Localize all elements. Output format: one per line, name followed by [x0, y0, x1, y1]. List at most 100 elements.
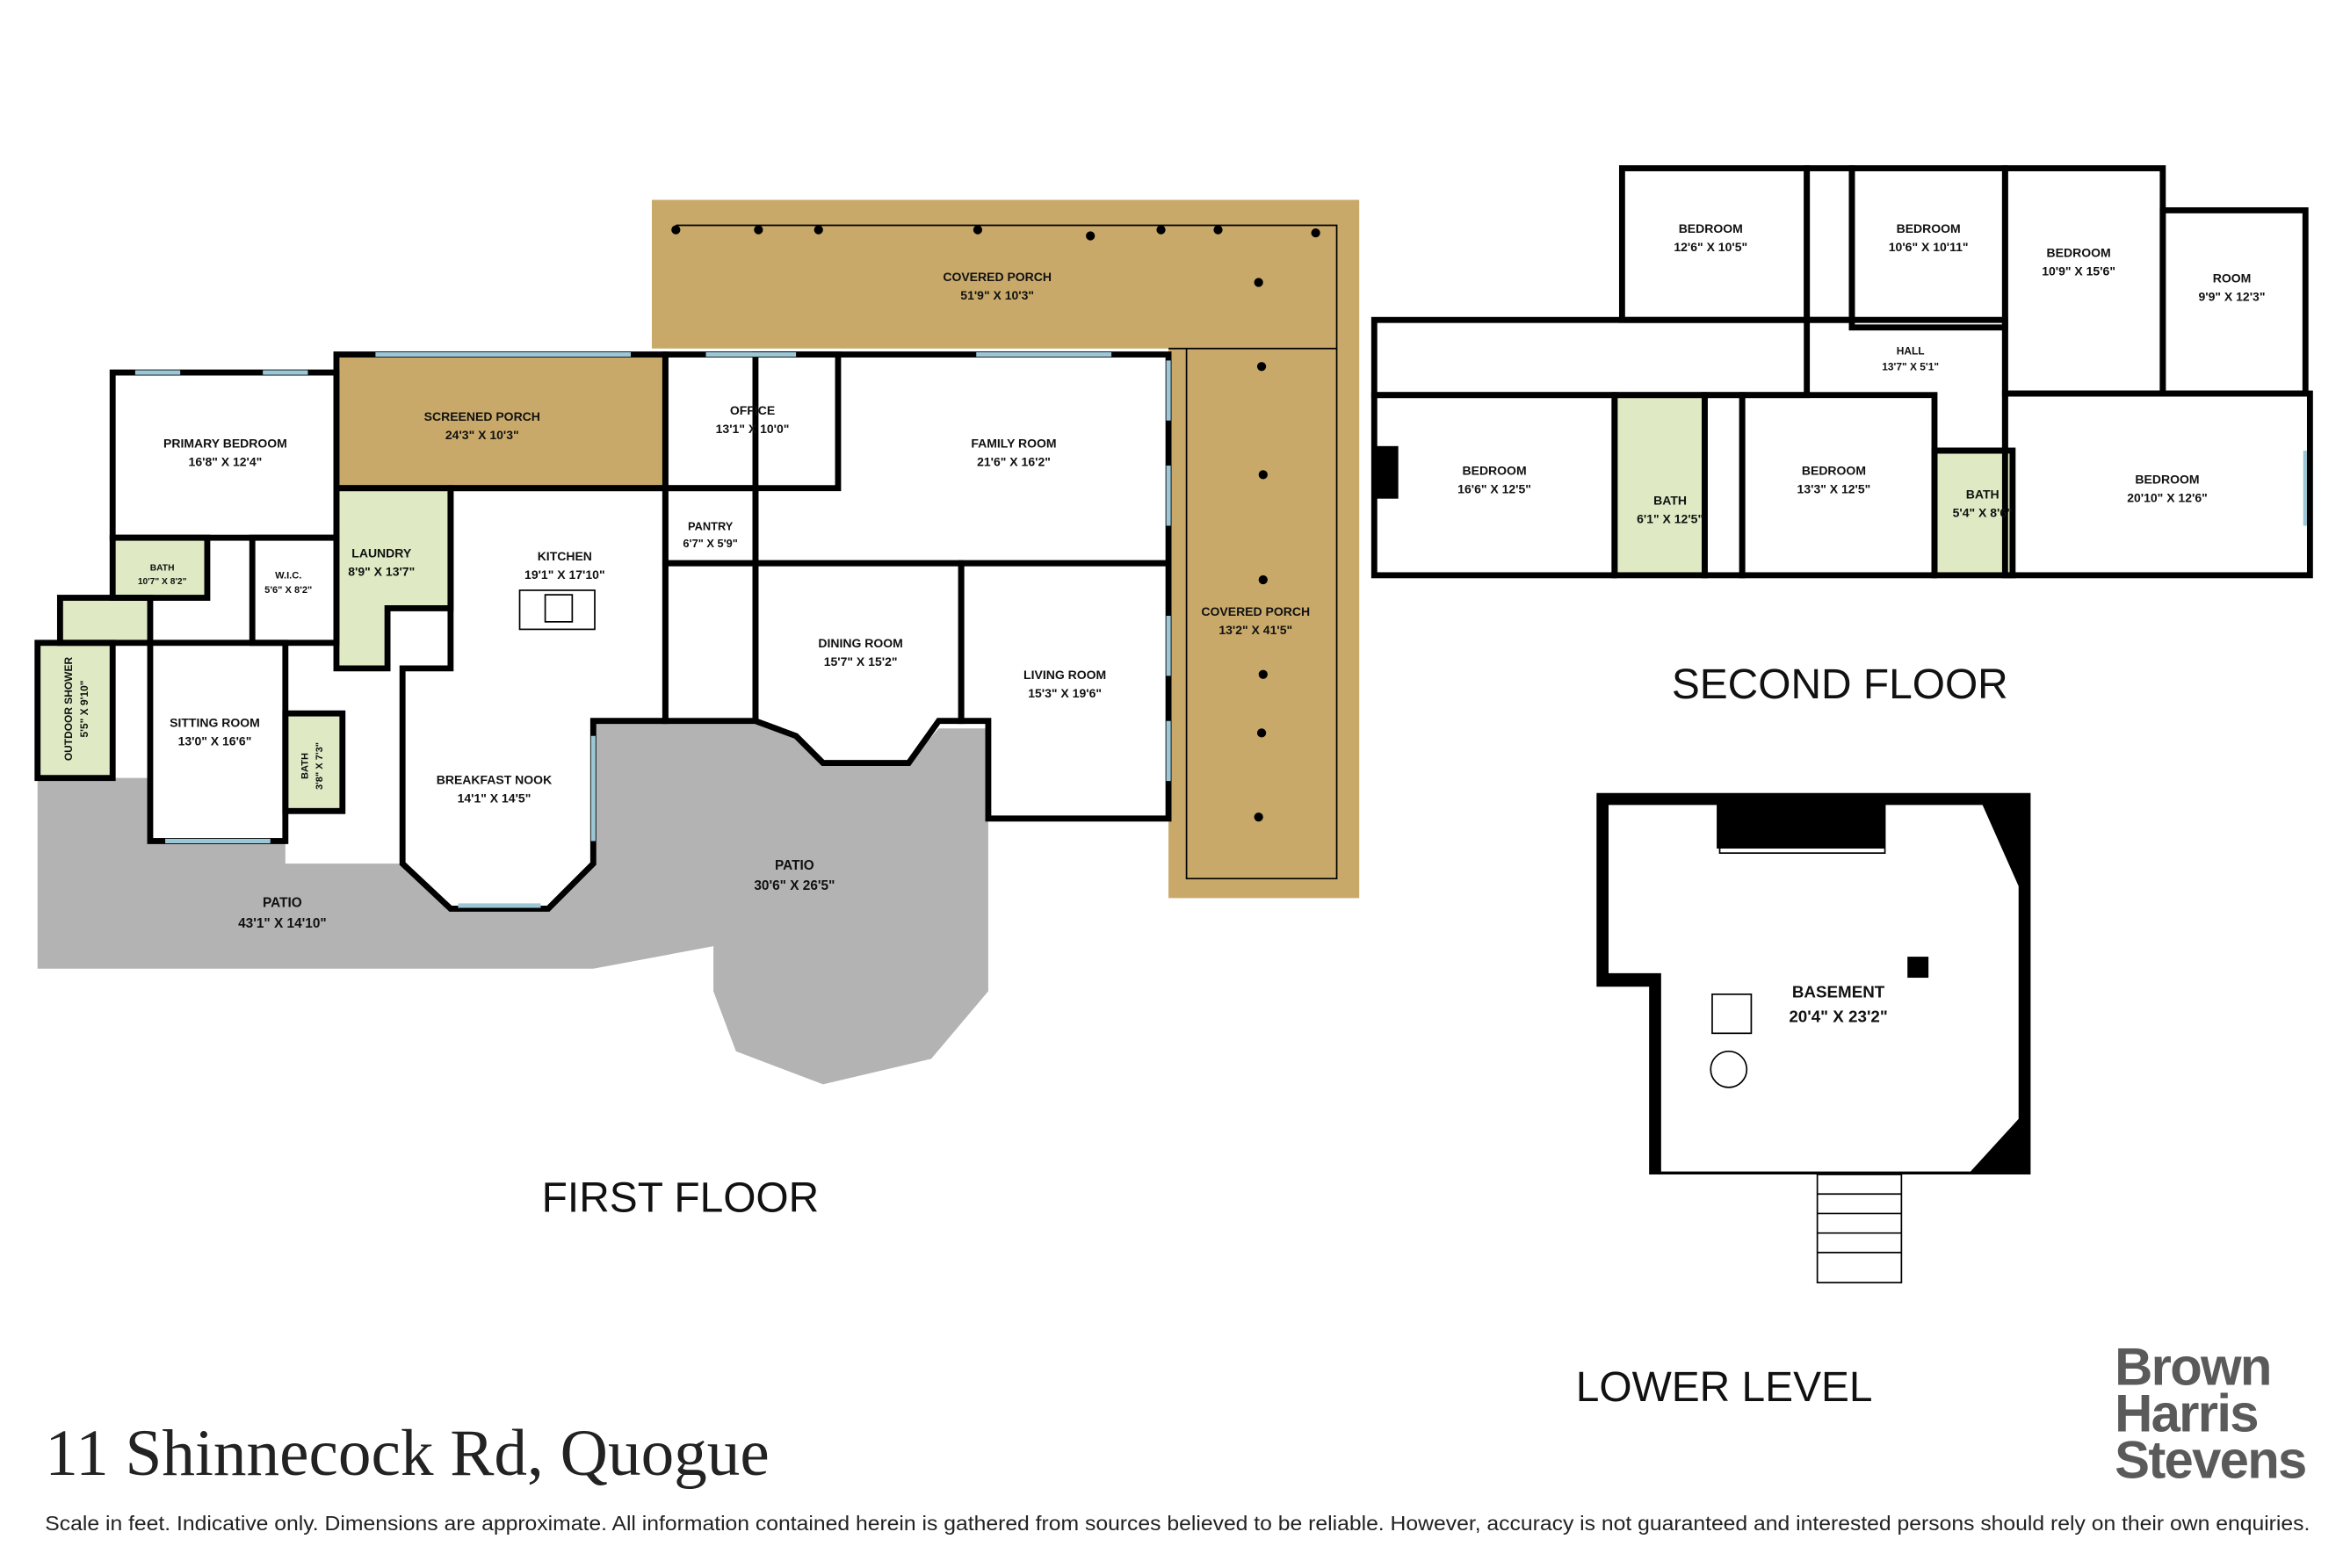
room-dimensions: 9'9" X 12'3" [2198, 290, 2265, 304]
room-label-family-room: FAMILY ROOM 21'6" X 16'2" [971, 437, 1056, 469]
room-dimensions: 3'8" X 7'3" [315, 742, 325, 790]
room-label-screened-porch: SCREENED PORCH 24'3" X 10'3" [424, 409, 540, 442]
room-dimensions: 10'6" X 10'11" [1889, 240, 1969, 254]
room-name: BEDROOM [2047, 245, 2111, 259]
room-name: LAUNDRY [351, 546, 412, 560]
room-dimensions: 13'2" X 41'5" [1219, 623, 1292, 637]
lower-level-plan [1596, 792, 2031, 1283]
room-dimensions: 16'6" X 12'5" [1457, 481, 1531, 495]
room-name: COVERED PORCH [1201, 604, 1310, 618]
room-label-living-room: LIVING ROOM 15'3" X 19'6" [1023, 668, 1106, 700]
room-dimensions: 5'4" X 8'6" [1953, 506, 2013, 520]
room-name: KITCHEN [538, 549, 592, 563]
second-floor-label: SECOND FLOOR [1672, 661, 2008, 708]
room-dimensions: 13'0" X 16'6" [178, 734, 252, 748]
room-dimensions: 13'7" X 5'1" [1882, 361, 1939, 373]
property-address-title: 11 Shinnecock Rd, Quogue [45, 1417, 770, 1490]
first-floor-label: FIRST FLOOR [542, 1175, 820, 1222]
room-name: SITTING ROOM [170, 716, 260, 730]
room-name: BREAKFAST NOOK [437, 773, 552, 787]
room-name: BEDROOM [1679, 221, 1743, 235]
room-dimensions: 12'6" X 10'5" [1674, 240, 1747, 254]
room-dimensions: 15'7" X 15'2" [824, 654, 898, 668]
room-dimensions: 51'9" X 10'3" [960, 288, 1034, 302]
room-name: BEDROOM [2135, 473, 2199, 487]
room-label-bedroom: BEDROOM 13'3" X 12'5" [1797, 463, 1871, 495]
logo-line-3: Stevens [2115, 1430, 2306, 1489]
disclaimer-text: Scale in feet. Indicative only. Dimensio… [45, 1512, 2310, 1535]
room-label-breakfast-nook: BREAKFAST NOOK 14'1" X 14'5" [437, 773, 552, 806]
room-name: PATIO [775, 858, 814, 873]
room-name: BATH [150, 564, 175, 574]
room-label-covered-porch: COVERED PORCH 13'2" X 41'5" [1201, 604, 1310, 637]
room-name: PANTRY [688, 520, 734, 533]
room-name: PRIMARY BEDROOM [163, 437, 287, 451]
room-label-pantry: PANTRY 6'7" X 5'9" [683, 520, 737, 550]
room-dimensions: 21'6" X 16'2" [977, 455, 1051, 469]
room-name: BEDROOM [1897, 221, 1961, 235]
room-label-patio: PATIO 30'6" X 26'5" [754, 858, 835, 893]
room-dimensions: 8'9" X 13'7" [348, 564, 415, 578]
logo-line-1: Brown [2115, 1337, 2271, 1396]
room-label-bedroom: BEDROOM 16'6" X 12'5" [1457, 463, 1531, 495]
room-name: LIVING ROOM [1023, 668, 1106, 682]
logo-line-2: Harris [2115, 1384, 2258, 1442]
room-label-bedroom: BEDROOM 10'9" X 15'6" [2042, 245, 2115, 278]
room-dimensions: 43'1" X 14'10" [238, 916, 327, 931]
room-name: PATIO [263, 896, 302, 911]
room-name: OUTDOOR SHOWER [62, 657, 75, 762]
room-dimensions: 6'7" X 5'9" [683, 537, 737, 550]
room-name: SCREENED PORCH [424, 409, 540, 423]
room-label-kitchen: KITCHEN 19'1" X 17'10" [524, 549, 605, 582]
room-label-patio: PATIO 43'1" X 14'10" [238, 896, 327, 931]
room-dimensions: 20'4" X 23'2" [1789, 1007, 1887, 1025]
room-dimensions: 19'1" X 17'10" [524, 567, 605, 582]
room-label-sitting-room: SITTING ROOM 13'0" X 16'6" [170, 716, 260, 748]
room-dimensions: 30'6" X 26'5" [754, 878, 835, 893]
room-dimensions: 14'1" X 14'5" [458, 791, 532, 806]
room-name: COVERED PORCH [943, 270, 1052, 284]
room-dimensions: 5'5" X 9'10" [78, 681, 90, 738]
room-label-bath: BATH 3'8" X 7'3" [300, 742, 325, 790]
room-label-w-i-c: W.I.C. 5'6" X 8'2" [264, 570, 312, 596]
room-dimensions: 6'1" X 12'5" [1637, 512, 1703, 526]
room-dimensions: 5'6" X 8'2" [264, 585, 312, 596]
room-label-dining-room: DINING ROOM 15'7" X 15'2" [818, 636, 902, 668]
room-name: HALL [1897, 345, 1925, 358]
room-dimensions: 10'9" X 15'6" [2042, 264, 2115, 278]
room-label-covered-porch: COVERED PORCH 51'9" X 10'3" [943, 270, 1052, 302]
room-name: BASEMENT [1792, 982, 1885, 1001]
room-label-basement: BASEMENT 20'4" X 23'2" [1789, 982, 1887, 1025]
second-floor-plan [1370, 165, 2313, 579]
room-dimensions: 13'3" X 12'5" [1797, 481, 1871, 495]
room-name: BATH [300, 753, 310, 779]
room-label-hall: HALL 13'7" X 5'1" [1882, 345, 1939, 373]
room-label-bedroom: BEDROOM 10'6" X 10'11" [1889, 221, 1969, 254]
room-label-laundry: LAUNDRY 8'9" X 13'7" [348, 546, 415, 578]
room-label-room: ROOM 9'9" X 12'3" [2198, 271, 2265, 303]
patio-area [37, 720, 988, 1085]
room-dimensions: 24'3" X 10'3" [445, 428, 519, 442]
room-dimensions: 15'3" X 19'6" [1028, 686, 1102, 700]
room-name: W.I.C. [275, 570, 301, 581]
first-floor-plan [34, 165, 2308, 1085]
screened-porch-area [336, 354, 666, 488]
room-label-bedroom: BEDROOM 12'6" X 10'5" [1674, 221, 1747, 254]
room-name: ROOM [2213, 271, 2252, 285]
room-name: FAMILY ROOM [971, 437, 1056, 451]
lower-level-label: LOWER LEVEL [1576, 1364, 1873, 1411]
covered-porch-area [651, 199, 1360, 899]
room-name: BEDROOM [1802, 463, 1866, 477]
brown-harris-stevens-logo: Brown Harris Stevens [2115, 1337, 2307, 1489]
room-name: BEDROOM [1463, 463, 1527, 477]
room-name: DINING ROOM [818, 636, 902, 650]
